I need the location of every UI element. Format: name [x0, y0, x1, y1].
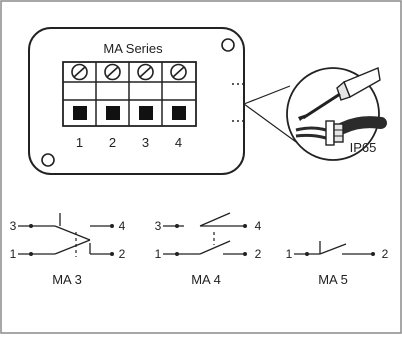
schematic-ma4: 3 4 1 2 MA 4	[155, 212, 262, 287]
switch-housing: MA Series	[28, 27, 245, 175]
terminal-number-2: 2	[109, 135, 116, 150]
schematic-ma3: 3 4 1 2 MA 3	[10, 213, 126, 287]
contact-blade	[54, 225, 91, 241]
terminal-clamp-2	[106, 106, 120, 120]
terminal-clamp-4	[172, 106, 186, 120]
screwdriver-icon	[298, 67, 381, 121]
pin-label: 3	[10, 219, 17, 233]
mounting-hole-bottom-left	[41, 153, 55, 167]
housing-title: MA Series	[103, 41, 163, 56]
contact-blade	[199, 240, 231, 255]
contact-terminal	[243, 224, 247, 228]
terminal-number-4: 4	[175, 135, 182, 150]
contact-terminal	[29, 224, 33, 228]
model-label: MA 3	[52, 272, 82, 287]
contact-terminal	[29, 252, 33, 256]
contact-terminal	[305, 252, 309, 256]
pin-label: 4	[119, 219, 126, 233]
terminal-screw-3	[137, 63, 154, 81]
terminal-screw-2	[104, 63, 121, 81]
terminal-screw-1	[71, 63, 88, 81]
contact-terminal	[243, 252, 247, 256]
pin-label: 3	[155, 219, 162, 233]
terminal-number-1: 1	[76, 135, 83, 150]
cable-icon	[295, 116, 387, 140]
contact-blade	[319, 243, 347, 255]
terminal-block	[62, 61, 197, 127]
model-label: MA 4	[191, 272, 221, 287]
contact-blade	[54, 239, 91, 255]
ip-rating-label: IP65	[350, 140, 377, 155]
contact-terminal	[110, 252, 114, 256]
pin-label: 1	[286, 247, 293, 261]
contact-terminal	[175, 252, 179, 256]
terminal-clamp-1	[73, 106, 87, 120]
mounting-hole-top-right	[221, 38, 235, 52]
contact-terminal	[371, 252, 375, 256]
pin-label: 2	[382, 247, 389, 261]
callout-leader	[243, 85, 291, 105]
contact-terminal	[175, 224, 179, 228]
contact-blade	[199, 212, 231, 227]
terminal-screw-4	[170, 63, 187, 81]
terminal-number-3: 3	[142, 135, 149, 150]
contact-terminal	[110, 224, 114, 228]
pin-label: 2	[255, 247, 262, 261]
model-label: MA 5	[318, 272, 348, 287]
schematic-ma5: 1 2 MA 5	[286, 241, 389, 287]
terminal-clamp-3	[139, 106, 153, 120]
pin-label: 1	[155, 247, 162, 261]
callout-leader	[243, 103, 304, 148]
cable-gland-icon	[325, 120, 344, 146]
detail-callout: IP65	[232, 67, 387, 161]
pin-label: 1	[10, 247, 17, 261]
pin-label: 4	[255, 219, 262, 233]
pin-label: 2	[119, 247, 126, 261]
